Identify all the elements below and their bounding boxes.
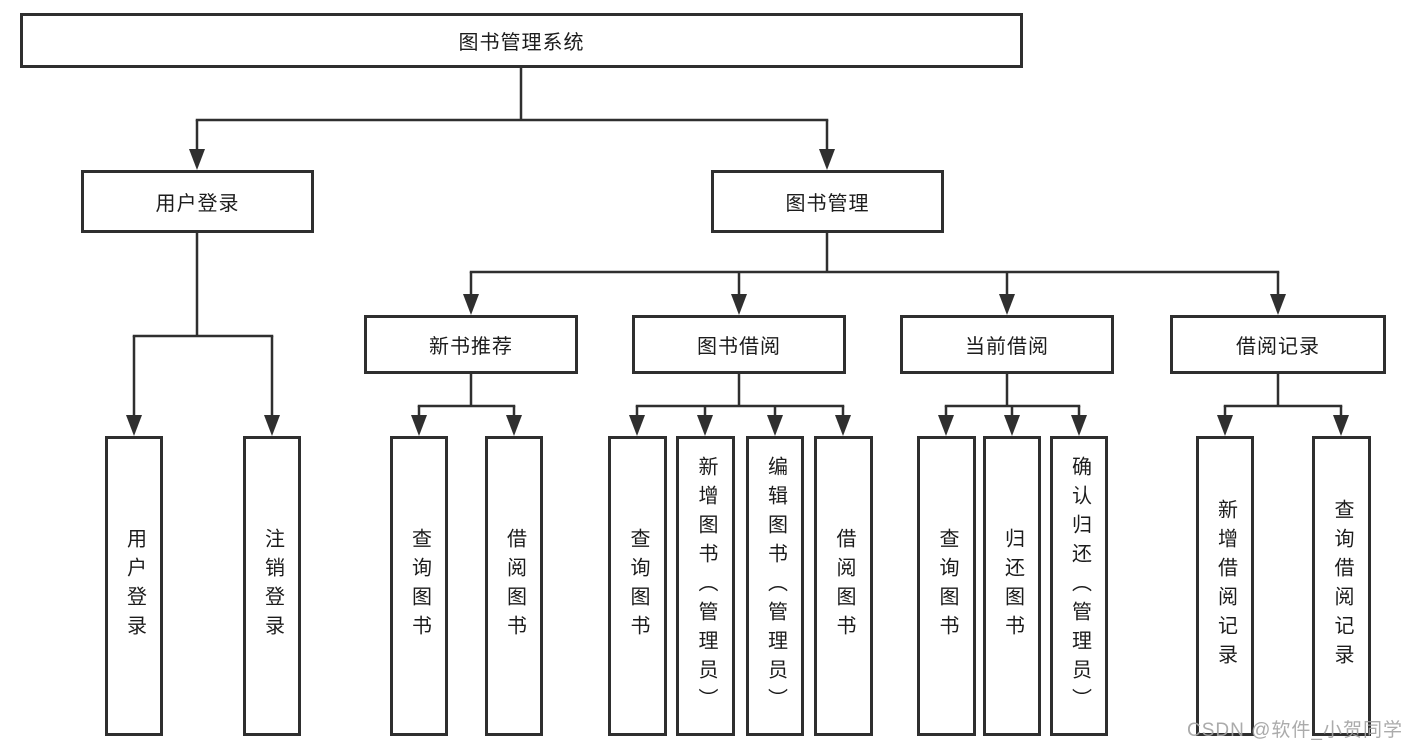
leaf-label: 借阅图书 [833,528,855,644]
node-new-book-recommendation: 新书推荐 [364,315,578,374]
leaf-label: 查询图书 [936,528,958,644]
leaf-query-books: 查询图书 [608,436,667,736]
node-library-management-system: 图书管理系统 [20,13,1023,68]
leaf-label: 新增借阅记录 [1214,499,1237,673]
leaf-label: 用户登录 [123,528,146,644]
node-borrowing-records: 借阅记录 [1170,315,1386,374]
leaf-query-books: 查询图书 [390,436,448,736]
leaf-confirm-return-admin: 确认归还（管理员） [1050,436,1108,736]
leaf-user-login: 用户登录 [105,436,163,736]
leaf-borrow-books: 借阅图书 [814,436,873,736]
node-book-management: 图书管理 [711,170,944,233]
leaf-label: 查询图书 [408,528,431,644]
leaf-return-books: 归还图书 [983,436,1041,736]
node-user-login: 用户登录 [81,170,314,233]
leaf-label: 归还图书 [1001,528,1024,644]
node-book-borrowing: 图书借阅 [632,315,846,374]
leaf-add-books-admin: 新增图书（管理员） [676,436,735,736]
leaf-query-borrow-record: 查询借阅记录 [1312,436,1371,736]
leaf-add-borrow-record: 新增借阅记录 [1196,436,1254,736]
leaf-label: 编辑图书（管理员） [764,455,787,717]
node-current-borrowing: 当前借阅 [900,315,1114,374]
leaf-logout: 注销登录 [243,436,301,736]
leaf-edit-books-admin: 编辑图书（管理员） [746,436,804,736]
leaf-label: 确认归还（管理员） [1068,455,1091,717]
leaf-borrow-books: 借阅图书 [485,436,543,736]
leaf-label: 借阅图书 [503,528,526,644]
leaf-label: 查询图书 [627,528,649,644]
leaf-query-books: 查询图书 [917,436,976,736]
leaf-label: 查询借阅记录 [1331,499,1353,673]
leaf-label: 注销登录 [261,528,284,644]
csdn-watermark: CSDN @软件_小贺同学 [1187,720,1403,741]
leaf-label: 新增图书（管理员） [695,455,717,717]
